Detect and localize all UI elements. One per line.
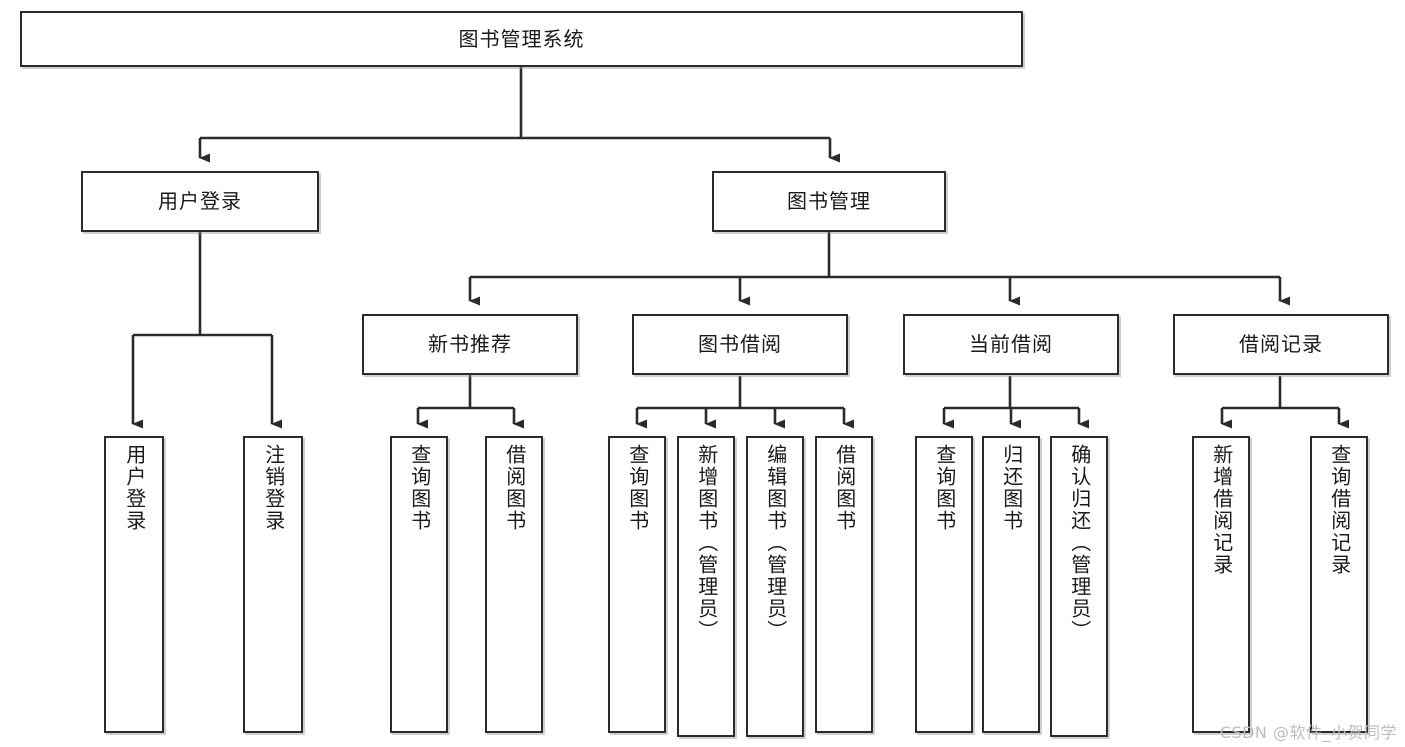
- node-root[interactable]: 图书管理系统: [20, 11, 1023, 67]
- leaf-query-book-recommend[interactable]: 查询图书: [390, 436, 448, 733]
- node-book-borrow-label: 图书借阅: [698, 332, 782, 356]
- node-new-book-recommend-label: 新书推荐: [428, 332, 512, 356]
- node-new-book-recommend[interactable]: 新书推荐: [362, 314, 578, 375]
- leaf-confirm-return-admin-label: 确认归还（管理员）: [1067, 444, 1092, 642]
- leaf-return-book-label: 归还图书: [999, 444, 1024, 532]
- leaf-add-book-admin-label: 新增图书（管理员）: [694, 444, 719, 642]
- node-book-management-label: 图书管理: [787, 189, 871, 213]
- leaf-borrow-book-recommend-label: 借阅图书: [502, 444, 527, 532]
- leaf-add-borrow-record[interactable]: 新增借阅记录: [1192, 436, 1250, 733]
- leaf-query-book-current[interactable]: 查询图书: [915, 436, 973, 733]
- leaf-logout[interactable]: 注销登录: [243, 436, 303, 733]
- node-root-label: 图书管理系统: [458, 26, 585, 51]
- watermark: CSDN @软件_小贺同学: [1219, 723, 1397, 742]
- leaf-user-login[interactable]: 用户登录: [104, 436, 164, 733]
- leaf-edit-book-admin-label: 编辑图书（管理员）: [763, 444, 788, 642]
- node-current-borrow-label: 当前借阅: [969, 332, 1053, 356]
- node-current-borrow[interactable]: 当前借阅: [903, 314, 1119, 375]
- leaf-query-borrow-record[interactable]: 查询借阅记录: [1310, 436, 1368, 733]
- node-book-borrow[interactable]: 图书借阅: [632, 314, 848, 375]
- leaf-return-book[interactable]: 归还图书: [982, 436, 1040, 733]
- leaf-borrow-book[interactable]: 借阅图书: [815, 436, 873, 733]
- node-book-management[interactable]: 图书管理: [712, 171, 946, 232]
- leaf-confirm-return-admin[interactable]: 确认归还（管理员）: [1050, 436, 1108, 737]
- leaf-query-book-borrow-label: 查询图书: [625, 444, 650, 532]
- node-user-login-label: 用户登录: [158, 189, 242, 213]
- leaf-query-borrow-record-label: 查询借阅记录: [1327, 444, 1352, 576]
- node-borrow-record-label: 借阅记录: [1239, 332, 1323, 356]
- leaf-borrow-book-label: 借阅图书: [832, 444, 857, 532]
- leaf-query-book-recommend-label: 查询图书: [407, 444, 432, 532]
- leaf-add-book-admin[interactable]: 新增图书（管理员）: [677, 436, 735, 737]
- leaf-query-book-borrow[interactable]: 查询图书: [608, 436, 666, 733]
- leaf-borrow-book-recommend[interactable]: 借阅图书: [485, 436, 543, 733]
- node-borrow-record[interactable]: 借阅记录: [1173, 314, 1389, 375]
- leaf-user-login-label: 用户登录: [122, 444, 147, 532]
- leaf-add-borrow-record-label: 新增借阅记录: [1209, 444, 1234, 576]
- node-user-login[interactable]: 用户登录: [81, 171, 319, 232]
- leaf-edit-book-admin[interactable]: 编辑图书（管理员）: [746, 436, 804, 737]
- leaf-query-book-current-label: 查询图书: [932, 444, 957, 532]
- leaf-logout-label: 注销登录: [261, 444, 286, 532]
